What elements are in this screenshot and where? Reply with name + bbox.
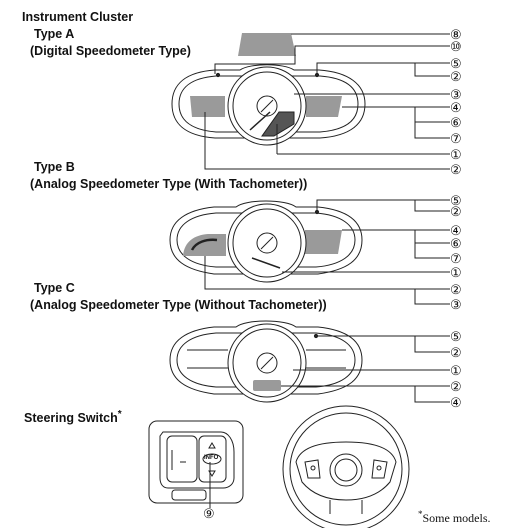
type-a-callout-2a: ②	[450, 69, 462, 84]
info-button-label: INFO	[204, 455, 219, 461]
type-a-callout-7: ⑦	[450, 131, 462, 146]
type-b-callout-2b: ②	[450, 282, 462, 297]
steering-switch-asterisk: *	[117, 409, 122, 420]
type-c-callout-2a: ②	[450, 345, 462, 360]
section-heading-instrument-cluster: Instrument Cluster	[22, 10, 134, 24]
type-a-callout-4: ④	[450, 100, 462, 115]
steering-switch-title: Steering Switch*	[24, 409, 122, 425]
type-a-callout-1: ①	[450, 147, 462, 162]
type-b-title: Type B	[34, 160, 75, 174]
type-b-callout-6: ⑥	[450, 236, 462, 251]
type-a-callout-8: ⑧	[450, 27, 462, 42]
type-b-callout-4: ④	[450, 223, 462, 238]
type-b-callout-3: ③	[450, 297, 462, 312]
type-a-callout-5: ⑤	[450, 56, 462, 71]
steering-callout-9: ⑨	[203, 506, 215, 521]
footnote: *Some models.	[418, 509, 491, 526]
type-a-callout-2b: ②	[450, 162, 462, 177]
type-c-bottom-display	[253, 380, 281, 391]
type-b-callout-1: ①	[450, 265, 462, 280]
type-a-callout-10: ⑩	[450, 39, 462, 54]
steering-switch-pad	[159, 431, 235, 489]
steering-wheel-rim-outer	[282, 405, 410, 528]
info-button[interactable]	[202, 453, 222, 465]
type-a-callout-6: ⑥	[450, 115, 462, 130]
type-b-callout-7: ⑦	[450, 251, 462, 266]
type-a-hud-panel	[238, 33, 296, 56]
type-c-title: Type C	[34, 281, 75, 295]
type-a-callout-3: ③	[450, 87, 462, 102]
type-a-right-display	[306, 96, 342, 117]
type-c-callout-2b: ②	[450, 379, 462, 394]
footnote-text: Some models.	[422, 511, 491, 525]
type-b-subtitle: (Analog Speedometer Type (With Tachomete…	[30, 177, 308, 191]
type-a-digital-speed-display	[261, 111, 295, 137]
type-c-subtitle: (Analog Speedometer Type (Without Tachom…	[30, 298, 327, 312]
type-a-title: Type A	[34, 27, 75, 41]
type-b-callout-2a: ②	[450, 204, 462, 219]
footnote-asterisk: *	[418, 509, 423, 519]
type-b-callout-5: ⑤	[450, 193, 462, 208]
type-c-callout-4: ④	[450, 395, 462, 410]
type-c-callout-1: ①	[450, 363, 462, 378]
type-c-callout-5: ⑤	[450, 329, 462, 344]
steering-wheel-hub	[329, 453, 363, 487]
type-a-subtitle: (Digital Speedometer Type)	[30, 44, 191, 58]
type-a-left-display	[190, 96, 225, 117]
steering-switch-label: Steering Switch	[24, 411, 118, 426]
steering-switch-closeup-frame	[148, 420, 244, 504]
type-b-right-display	[305, 230, 342, 254]
